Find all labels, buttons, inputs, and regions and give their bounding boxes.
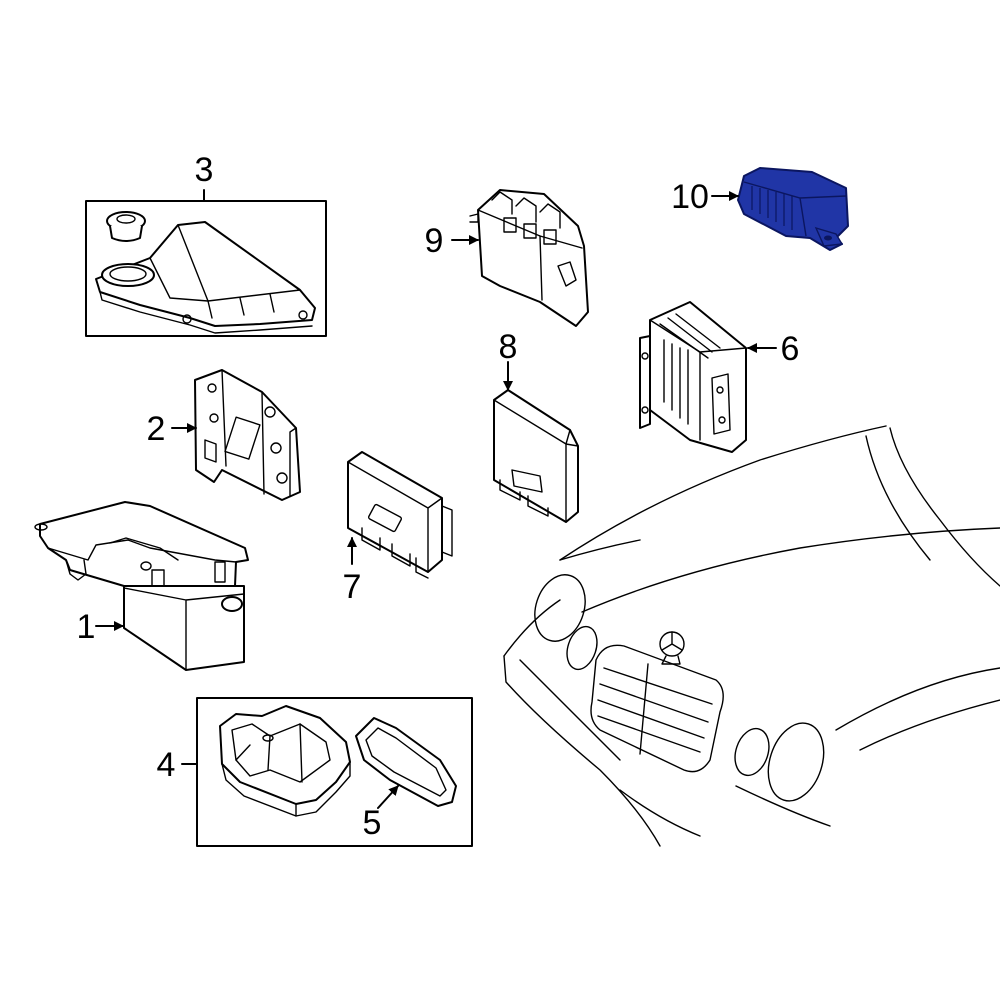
part-3-frame [85, 200, 327, 337]
part-1-box-group[interactable]: 1 [34, 501, 249, 671]
part-9-block [469, 189, 589, 327]
callout-3: 3 [195, 151, 214, 189]
part-6-unit-group[interactable]: 6 [639, 301, 800, 453]
part-5-gasket [355, 717, 457, 807]
part-1-box [34, 501, 249, 671]
callout-7: 7 [343, 568, 362, 606]
part-3-cover [95, 221, 316, 334]
part-6-unit [639, 301, 747, 453]
callout-6: 6 [781, 330, 800, 368]
part-7-module [347, 451, 453, 579]
part-10-highlighted-module [737, 167, 849, 251]
part-9-block-group[interactable]: 9 [425, 189, 589, 327]
vehicle-front-outline [503, 425, 1000, 847]
part-8-module [493, 389, 579, 523]
part-2-bracket [194, 369, 301, 501]
part-4-5-group[interactable]: 4 5 [157, 697, 473, 847]
part-4-tray [219, 705, 351, 817]
callout-1: 1 [77, 608, 96, 646]
part-4-frame [196, 697, 473, 847]
part-2-bracket-group[interactable]: 2 [147, 369, 301, 501]
callout-4: 4 [157, 746, 176, 784]
callout-5: 5 [363, 804, 382, 842]
callout-9: 9 [425, 222, 444, 260]
part-3-grommet [106, 211, 146, 242]
part-10-highlighted-group[interactable]: 10 [671, 167, 849, 251]
callout-10: 10 [671, 178, 709, 216]
part-8-module-group[interactable]: 8 [493, 328, 579, 523]
callout-2: 2 [147, 410, 166, 448]
callout-5-leader [377, 785, 399, 809]
callout-8: 8 [499, 328, 518, 366]
part-3-cover-group[interactable]: 3 [85, 151, 327, 337]
part-7-module-group[interactable]: 7 [343, 451, 453, 606]
